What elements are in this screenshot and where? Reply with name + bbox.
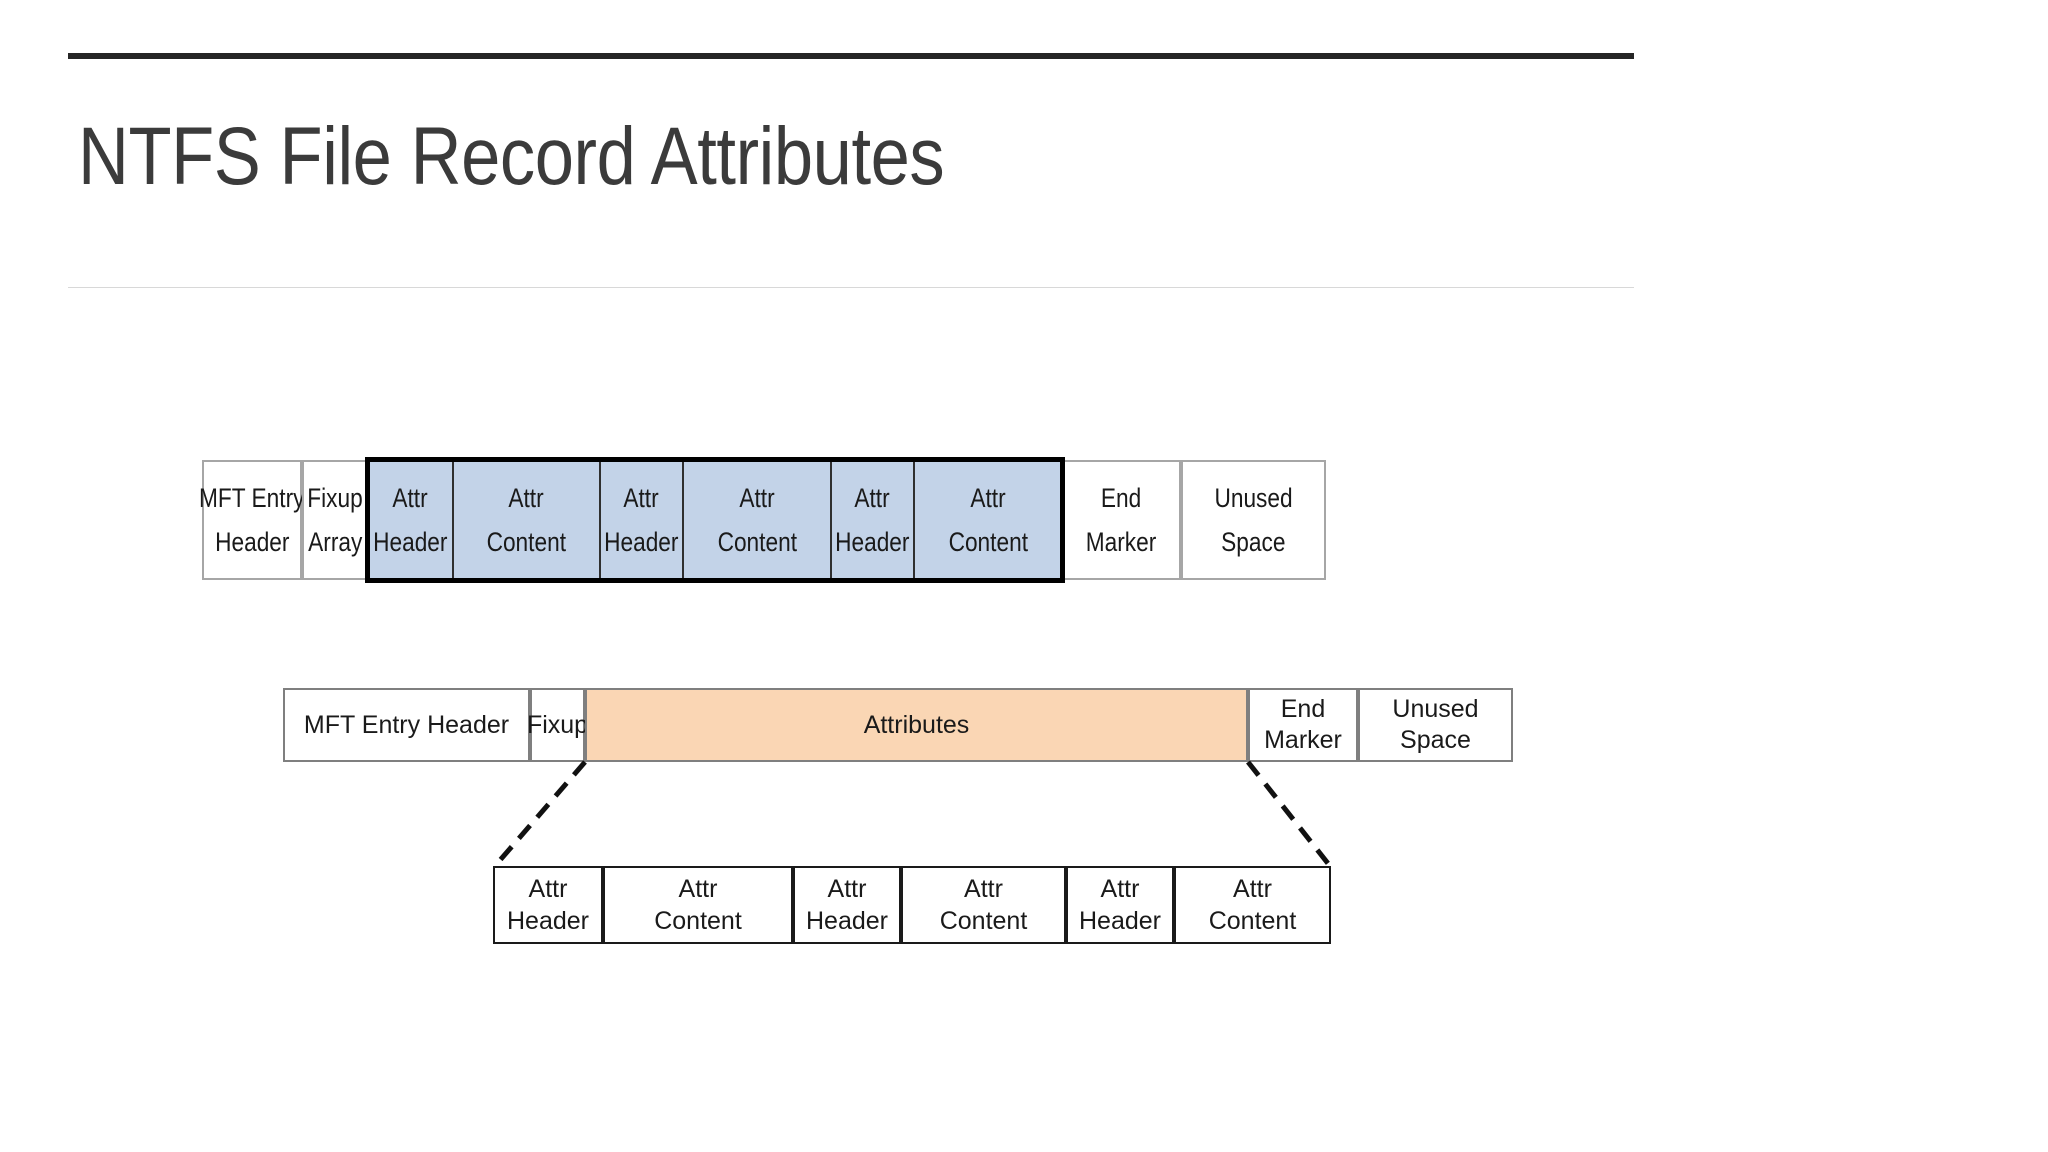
cell-label-line1: Attr (508, 483, 545, 513)
connector-line-left (493, 760, 587, 868)
cell-label-line2: Content (717, 527, 797, 557)
overview-cell-attributes: Attributes (585, 688, 1248, 762)
cell-label-line1: Attr (970, 483, 1006, 513)
cell-label-line1: End (1101, 483, 1142, 513)
cell-label-line2: Content (939, 907, 1028, 935)
cell-label-line1: Attr (392, 483, 429, 513)
cell-label-line2: Space (1221, 527, 1286, 557)
cell-label-line2: Content (654, 907, 742, 935)
cell-label-line2: Content (486, 527, 567, 557)
cell-label-line2: Content (1208, 907, 1297, 935)
cell-label-line2: Header (806, 907, 888, 935)
cell-label-line1: Attr (1100, 875, 1140, 903)
overview-cell-fixup: Fixup (526, 688, 589, 762)
cell-label-line2: Header (214, 527, 290, 557)
cell-label-line1: MFT Entry Header (303, 710, 510, 739)
cell-label-line1: Attr (1233, 875, 1272, 903)
cell-label-line2: Header (1079, 907, 1161, 935)
cell-label-line1: MFT Entry (199, 483, 305, 513)
cell-label-line1: Attr (827, 875, 867, 903)
cell-label-line1: Fixup (307, 483, 363, 513)
cell-label-line1: Unused (1392, 695, 1479, 723)
overview-cell-mft-entry-header: MFT Entry Header (283, 688, 530, 762)
cell-label-line2: Marker (1264, 726, 1342, 754)
cell-label-line2: Array (307, 527, 363, 557)
cell-label-line1: Attr (528, 875, 568, 903)
cell-label-line2: Header (835, 527, 910, 557)
cell-label-line2: Space (1400, 726, 1471, 754)
cell-label-line2: Header (507, 907, 589, 935)
cell-label-line1: Attr (739, 483, 775, 513)
cell-label-line1: Attr (854, 483, 891, 513)
cell-label-line1: Attr (964, 875, 1003, 903)
cell-label-line1: Attributes (863, 710, 970, 739)
cell-label-line2: Header (604, 527, 679, 557)
title-top-rule (68, 53, 1634, 59)
cell-label-line2: Marker (1086, 527, 1157, 557)
cell-label-line1: Attr (623, 483, 660, 513)
cell-label-line2: Content (948, 527, 1028, 557)
page-title: NTFS File Record Attributes (78, 111, 945, 202)
cell-label-line1: Attr (678, 875, 718, 903)
cell-label-line1: Unused (1214, 483, 1293, 513)
cell-label-line1: End (1280, 695, 1326, 723)
title-underline (68, 287, 1634, 288)
connector-line-right (1246, 760, 1332, 868)
cell-label-line1: Fixup (526, 710, 589, 739)
cell-label-line2: Header (373, 527, 448, 557)
